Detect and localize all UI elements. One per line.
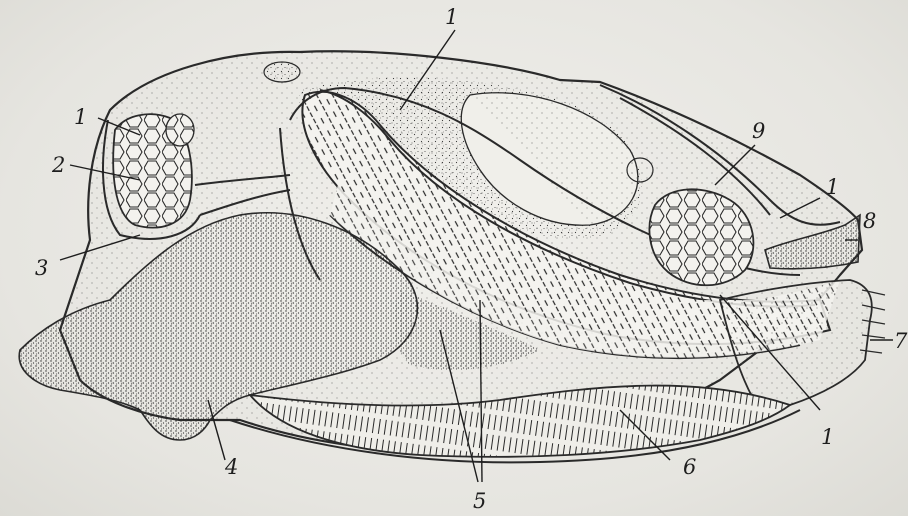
label-9: 9 — [752, 119, 765, 143]
label-3: 3 — [35, 256, 48, 280]
label-5: 5 — [473, 489, 486, 513]
label-6: 6 — [683, 455, 696, 479]
small-organ — [264, 62, 300, 82]
label-1-left: 1 — [74, 105, 87, 129]
label-8: 8 — [863, 209, 876, 233]
posterior-lobe — [720, 280, 872, 410]
label-7: 7 — [894, 329, 908, 353]
label-1-top: 1 — [445, 5, 458, 29]
label-1-bottom: 1 — [821, 425, 834, 449]
label-4: 4 — [224, 455, 238, 479]
label-1-right: 1 — [826, 175, 839, 199]
label-2: 2 — [51, 153, 65, 177]
